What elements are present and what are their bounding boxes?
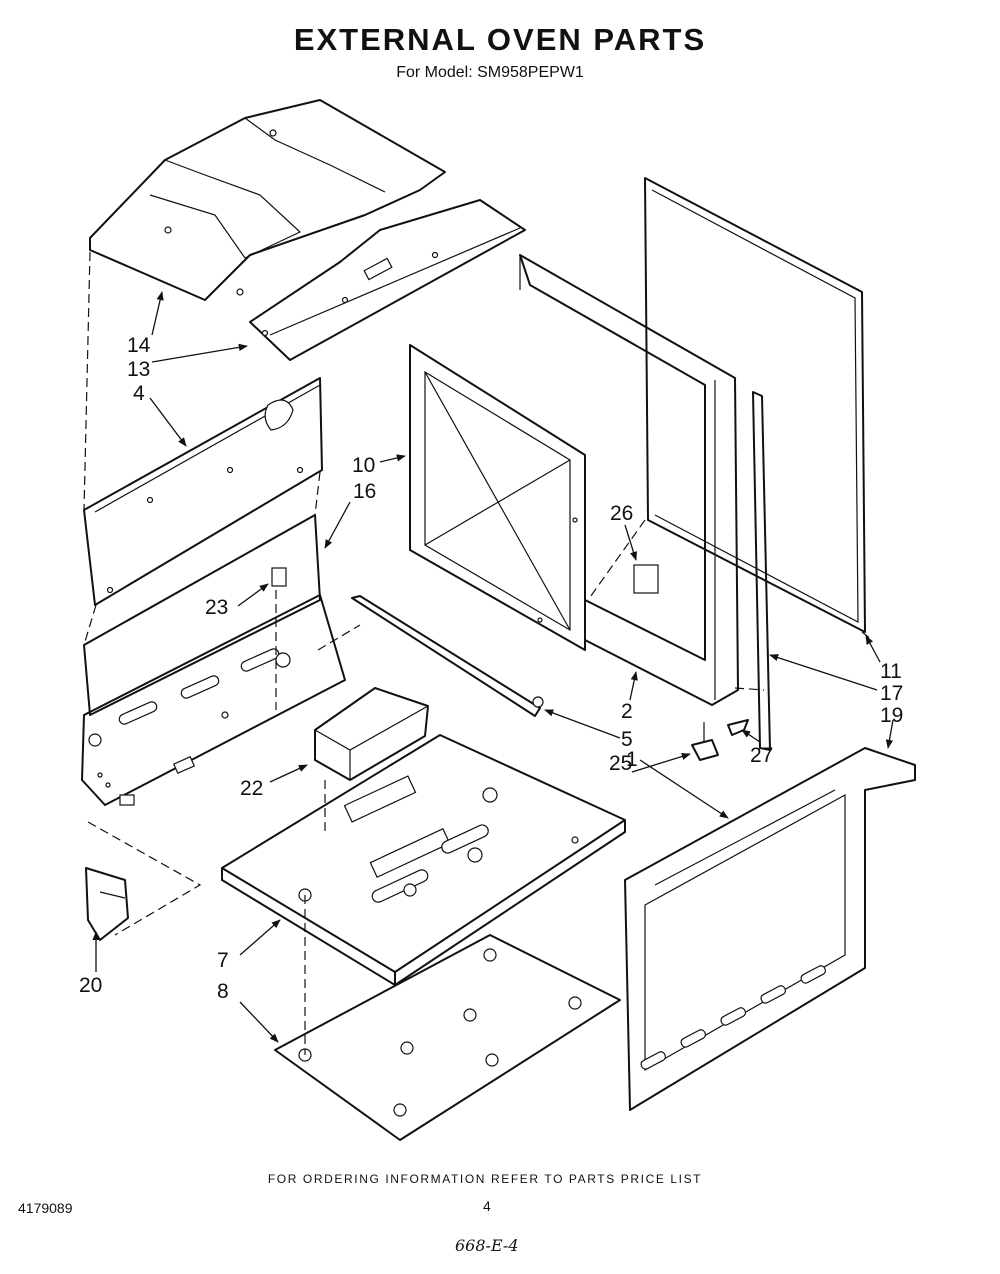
callout-10: 10 bbox=[352, 454, 375, 477]
part-4-back-panel bbox=[83, 377, 323, 606]
callout-25: 25 bbox=[609, 752, 632, 775]
callout-16: 16 bbox=[353, 480, 376, 503]
part-13-bracket-plate bbox=[249, 199, 526, 361]
callout-5: 5 bbox=[621, 728, 633, 751]
part-11-door-panel bbox=[644, 177, 866, 633]
ordering-info-note: FOR ORDERING INFORMATION REFER TO PARTS … bbox=[267, 1172, 703, 1186]
callout-11: 11 bbox=[880, 660, 902, 683]
callout-22: 22 bbox=[240, 777, 263, 800]
page-title: EXTERNAL OVEN PARTS bbox=[293, 22, 707, 57]
document-number: 4179089 bbox=[18, 1200, 73, 1216]
callout-23: 23 bbox=[205, 596, 228, 619]
part-16-lower-back-panel bbox=[81, 514, 346, 806]
part-8-bottom-plate bbox=[274, 934, 621, 1141]
part-22-cover-box bbox=[314, 687, 429, 781]
callout-14: 14 bbox=[127, 334, 151, 357]
callout-17: 17 bbox=[880, 682, 903, 705]
part-2-door-frame bbox=[519, 254, 739, 706]
callout-27: 27 bbox=[750, 744, 773, 767]
callout-2: 2 bbox=[621, 700, 633, 723]
part-5-side-rail bbox=[351, 595, 544, 717]
part-25-hinge bbox=[691, 722, 719, 761]
callout-7: 7 bbox=[217, 949, 229, 972]
callout-19: 19 bbox=[880, 704, 903, 727]
callout-labels: 14 13 4 10 16 26 23 2 5 25 22 27 11 17 1… bbox=[79, 334, 903, 1003]
callout-1: 1 bbox=[626, 748, 638, 771]
assembly-dashed-lines bbox=[83, 251, 873, 1055]
part-10-window-frame bbox=[409, 344, 586, 651]
handwritten-code: 668-E-4 bbox=[455, 1236, 519, 1255]
part-1-oven-front-frame bbox=[624, 747, 916, 1111]
callout-8: 8 bbox=[217, 980, 229, 1003]
callout-13: 13 bbox=[127, 358, 150, 381]
part-7-base-tray bbox=[221, 734, 626, 986]
part-14-top-cover bbox=[89, 99, 446, 301]
model-subtitle: For Model: SM958PEPW1 bbox=[396, 64, 584, 81]
callout-20: 20 bbox=[79, 974, 102, 997]
callout-26: 26 bbox=[610, 502, 633, 525]
callout-4: 4 bbox=[133, 382, 145, 405]
part-20-bracket bbox=[85, 867, 129, 941]
callout-leaders bbox=[92, 291, 894, 1043]
page-number: 4 bbox=[483, 1198, 491, 1214]
part-17-vertical-strip bbox=[752, 391, 771, 751]
